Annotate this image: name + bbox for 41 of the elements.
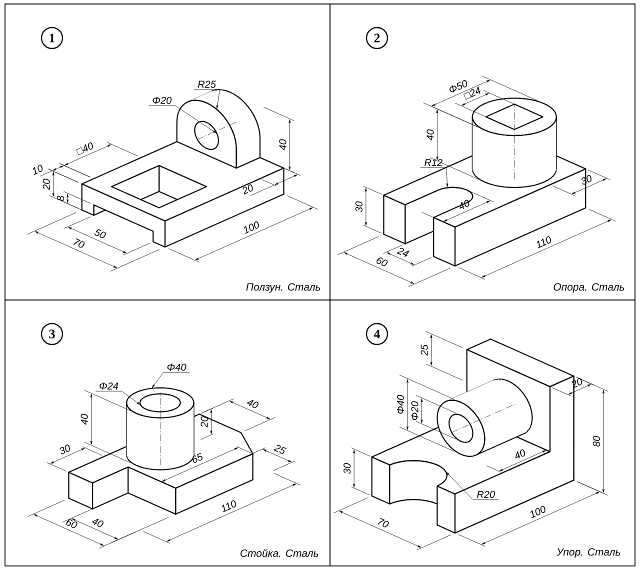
callout-number: 1 <box>40 26 64 50</box>
dimension-value: R12 <box>424 159 442 166</box>
dimension-value: 60 <box>66 519 78 528</box>
dimension-value: 110 <box>536 236 551 248</box>
dimension-value: 20 <box>42 178 50 190</box>
callout-number: 2 <box>366 26 388 50</box>
dimension-value: □40 <box>76 142 93 156</box>
dimension-value: 30 <box>344 463 351 474</box>
dimension-value: 40 <box>515 449 525 458</box>
dimension-value: 70 <box>73 238 85 248</box>
dimension-value: 80 <box>592 436 600 447</box>
dimension-value: 25 <box>420 344 428 356</box>
dimension-value: 20 <box>200 416 208 428</box>
dimension-value: 40 <box>426 129 434 140</box>
dimension-value: 60 <box>376 258 388 266</box>
dimension-value: 30 <box>60 444 70 454</box>
dimension-value: 100 <box>244 221 259 234</box>
dimension-value: 20 <box>242 184 253 195</box>
dimension-value: Φ24 <box>100 382 118 390</box>
dimension-value: 40 <box>80 414 88 425</box>
dimension-value: 30 <box>355 201 362 212</box>
callout-number: 4 <box>366 322 388 346</box>
dimension-value: 10 <box>32 164 43 175</box>
dimension-value: 100 <box>530 506 546 518</box>
dimension-value: Φ20 <box>152 96 172 104</box>
dimension-value: 8 <box>57 196 64 201</box>
dimension-value: 50 <box>94 229 106 238</box>
dimension-value: 25 <box>273 444 287 454</box>
callout-number: 3 <box>40 322 64 346</box>
dimension-value: R20 <box>477 490 495 498</box>
dimension-value: 24 <box>396 248 410 257</box>
dimension-value: Φ40 <box>396 394 404 414</box>
dimension-value: 40 <box>246 400 259 408</box>
dimension-value: Φ40 <box>167 364 186 371</box>
dimension-value: R25 <box>198 80 216 88</box>
dimension-value: 40 <box>279 139 286 150</box>
dimension-value: 110 <box>222 500 236 512</box>
dimension-value: 70 <box>378 518 389 528</box>
dimension-value: 40 <box>92 518 104 527</box>
dimension-value: 65 <box>192 452 202 463</box>
dimension-value: Φ20 <box>411 401 418 420</box>
